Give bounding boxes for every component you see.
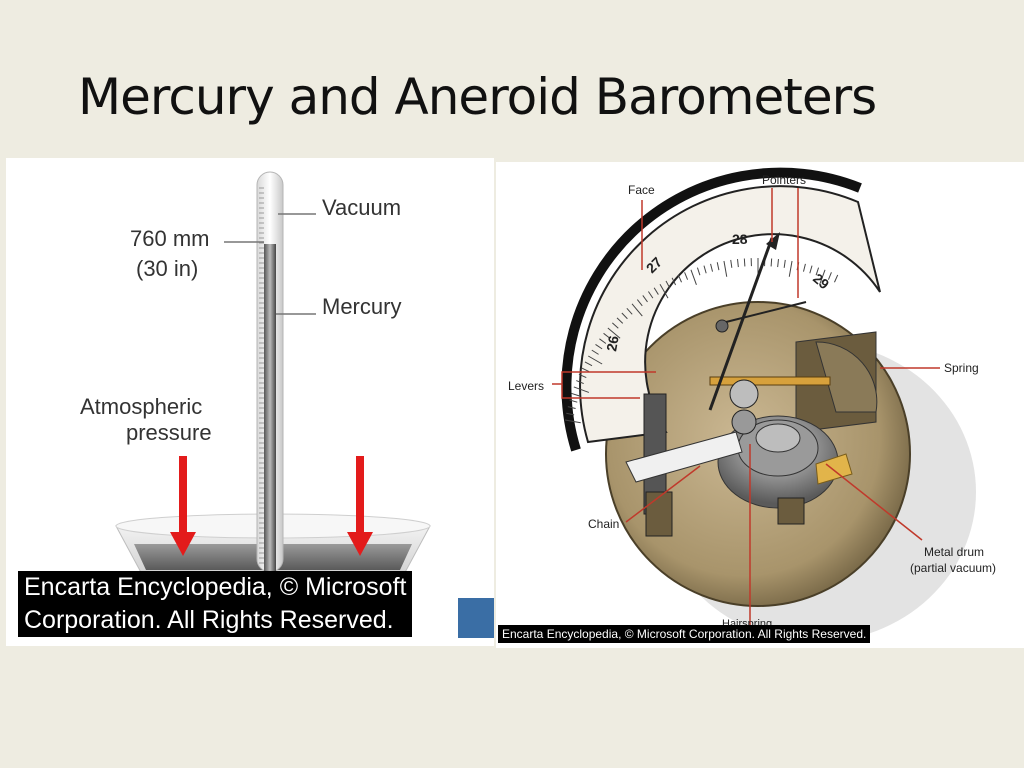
pressure-arrow-right xyxy=(347,456,373,556)
mechanism xyxy=(625,331,878,537)
scale-29: 29 xyxy=(810,270,832,292)
mercury-label: Mercury xyxy=(322,294,401,319)
aneroid-barometer-illustration: 26 27 28 29 xyxy=(508,167,996,642)
lever-bar xyxy=(709,376,831,386)
mercury-column xyxy=(264,244,276,574)
mercury-barometer-figure: Vacuum 760 mm (30 in) Mercury Atmospheri… xyxy=(6,158,494,646)
mercury-copyright-caption: Encarta Encyclopedia, © Microsoft Corpor… xyxy=(18,571,413,637)
pressure-label: pressure xyxy=(126,420,212,445)
glass-tube xyxy=(256,171,284,574)
barometer-face: 26 27 28 29 xyxy=(561,167,881,452)
atmospheric-label: Atmospheric xyxy=(80,394,202,419)
levers-label: Levers xyxy=(508,379,544,393)
mercury-barometer-illustration: Vacuum 760 mm (30 in) Mercury Atmospheri… xyxy=(80,171,494,638)
height-in-label: (30 in) xyxy=(136,256,198,281)
pointers-label: Pointers xyxy=(762,173,806,187)
aneroid-copyright-caption: Encarta Encyclopedia, © Microsoft Corpor… xyxy=(498,625,871,643)
scale-26: 26 xyxy=(603,334,621,352)
spring-label: Spring xyxy=(944,361,979,375)
vacuum-label: Vacuum xyxy=(322,195,401,220)
height-mm-label: 760 mm xyxy=(130,226,209,251)
partial-vacuum-label: (partial vacuum) xyxy=(910,561,996,575)
scale-28: 28 xyxy=(732,231,748,247)
spring-piece xyxy=(815,453,853,485)
pressure-arrow-left xyxy=(170,456,196,556)
aneroid-barometer-figure: 26 27 28 29 xyxy=(496,162,1024,648)
metal-drum-label: Metal drum xyxy=(924,545,984,559)
pointers xyxy=(708,232,807,411)
slide-title: Mercury and Aneroid Barometers xyxy=(78,68,877,126)
chain-label: Chain xyxy=(588,517,619,531)
face-label: Face xyxy=(628,183,655,197)
